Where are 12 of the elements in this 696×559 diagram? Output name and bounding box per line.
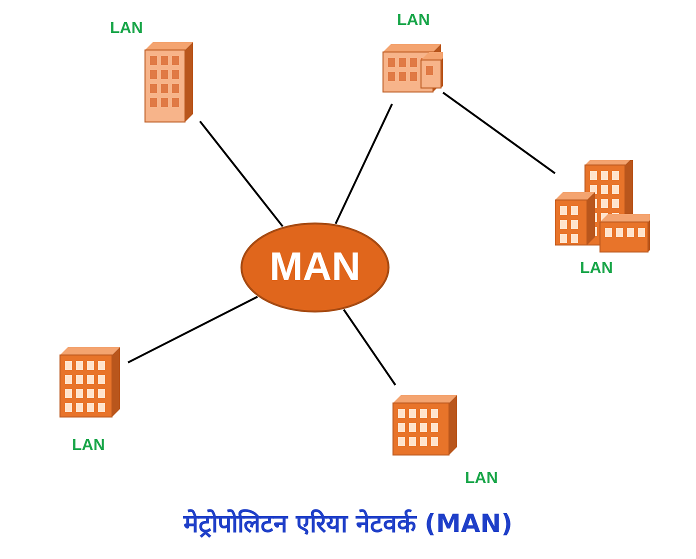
network-link: [442, 92, 556, 174]
diagram-caption: मेट्रोपोलिटन एरिया नेटवर्क (MAN): [182, 508, 514, 539]
network-caption: LAN: [72, 437, 105, 455]
network-link: [342, 308, 396, 386]
network-caption: LAN: [110, 20, 143, 38]
network-link: [128, 296, 258, 364]
network-caption: LAN: [465, 470, 498, 488]
network-caption: LAN: [397, 12, 430, 30]
network-caption: LAN: [580, 260, 613, 278]
network-link: [334, 104, 393, 224]
network-link: [199, 120, 284, 228]
network-label: MAN: [269, 245, 361, 290]
